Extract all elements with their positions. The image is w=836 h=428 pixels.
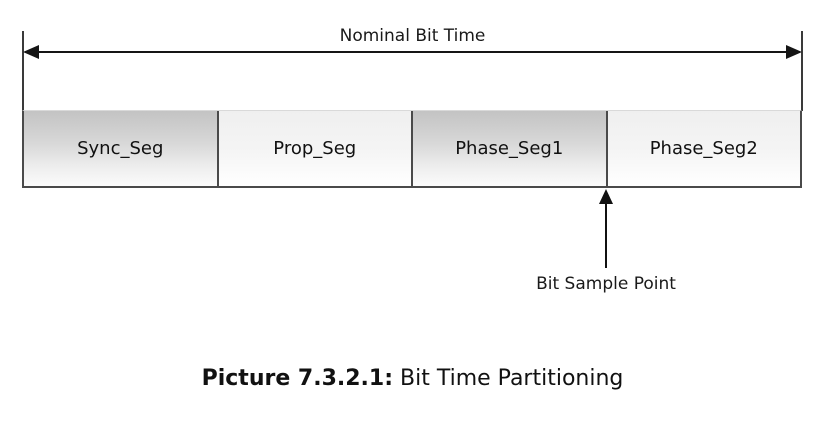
bit-segments-row: Sync_Seg Prop_Seg Phase_Seg1 Phase_Seg2 (22, 110, 802, 188)
nominal-bit-time-span-arrow (23, 45, 802, 59)
segment-sync-seg: Sync_Seg (24, 111, 217, 186)
segment-prop-seg: Prop_Seg (216, 111, 411, 186)
segment-phase-seg1-label: Phase_Seg1 (455, 138, 564, 159)
figure-caption-title: Bit Time Partitioning (400, 366, 624, 391)
arrowhead-right-icon (786, 45, 802, 59)
nominal-bit-time-label: Nominal Bit Time (339, 26, 486, 46)
sample-point-arrowhead-icon (599, 189, 613, 204)
left-boundary-tick (22, 31, 24, 111)
segment-sync-seg-label: Sync_Seg (77, 138, 164, 159)
sample-point-arrow-shaft (605, 202, 607, 268)
segment-phase-seg2-label: Phase_Seg2 (649, 138, 758, 159)
figure-caption: Picture 7.3.2.1: Bit Time Partitioning (23, 366, 802, 391)
segment-phase-seg1: Phase_Seg1 (411, 111, 606, 186)
arrow-line (25, 51, 800, 53)
right-boundary-tick (801, 31, 803, 111)
segment-prop-seg-label: Prop_Seg (273, 138, 357, 159)
segment-phase-seg2: Phase_Seg2 (605, 111, 800, 186)
figure-caption-number: Picture 7.3.2.1: (201, 366, 394, 391)
bit-sample-point-label: Bit Sample Point (536, 274, 676, 294)
